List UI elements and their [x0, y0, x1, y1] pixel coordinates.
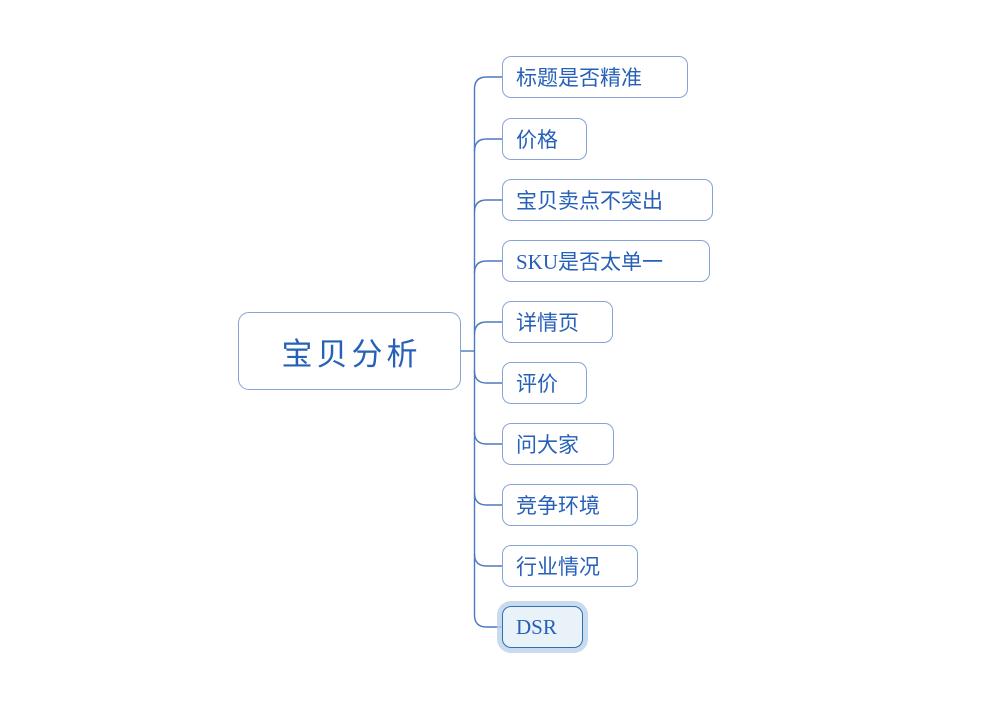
branch-line: [473, 199, 502, 213]
branch-line: [473, 553, 502, 567]
branch-line: [473, 614, 502, 628]
branch-line: [473, 138, 502, 152]
node-sku-variety[interactable]: SKU是否太单一: [502, 240, 710, 282]
node-price[interactable]: 价格: [502, 118, 587, 160]
branch-line: [473, 321, 502, 335]
node-reviews[interactable]: 评价: [502, 362, 587, 404]
root-node-product-analysis[interactable]: 宝贝分析: [238, 312, 461, 390]
node-title-accuracy[interactable]: 标题是否精准: [502, 56, 688, 98]
branch-line: [473, 492, 502, 506]
node-industry-situation[interactable]: 行业情况: [502, 545, 638, 587]
node-dsr[interactable]: DSR: [502, 606, 583, 648]
branch-line: [473, 370, 502, 384]
node-detail-page[interactable]: 详情页: [502, 301, 613, 343]
branch-line: [473, 260, 502, 274]
node-ask-everyone[interactable]: 问大家: [502, 423, 614, 465]
branch-line: [473, 76, 502, 90]
node-competitive-environment[interactable]: 竞争环境: [502, 484, 638, 526]
branch-line: [473, 431, 502, 445]
node-selling-points[interactable]: 宝贝卖点不突出: [502, 179, 713, 221]
